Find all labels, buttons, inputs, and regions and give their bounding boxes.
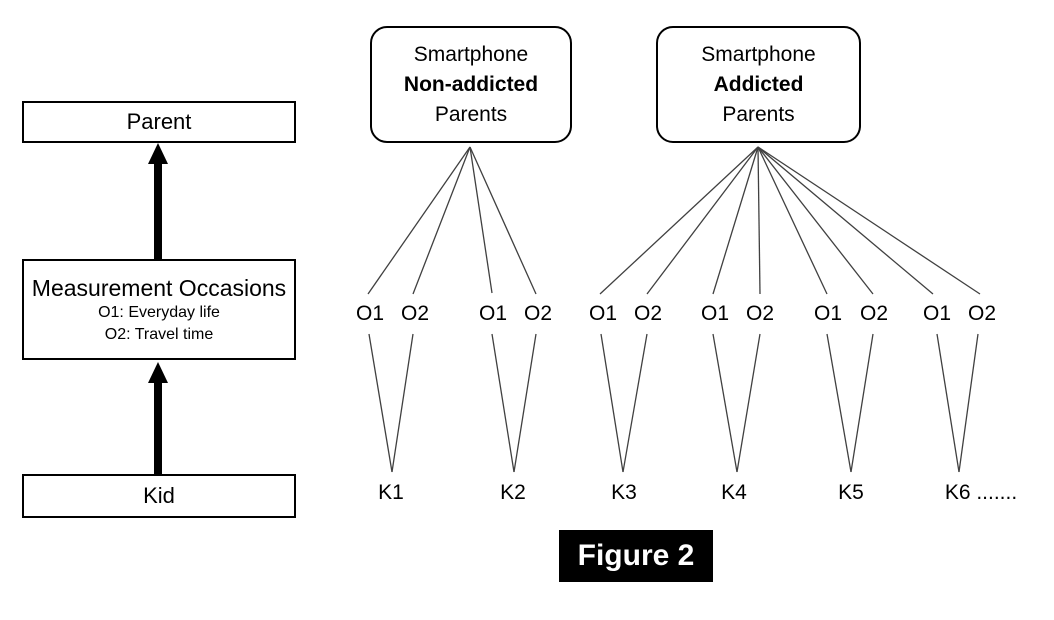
addicted-line-1: Smartphone xyxy=(701,42,816,66)
occasion-to-kid-lines xyxy=(368,333,979,473)
figure-caption: Figure 2 xyxy=(559,530,713,582)
kid-box-label: Kid xyxy=(143,483,175,508)
kid-box: Kid xyxy=(22,474,296,518)
occasion-label: O2 xyxy=(967,302,997,325)
occasion-1-definition: O1: Everyday life xyxy=(98,303,220,321)
occasion-label: O1 xyxy=(813,302,843,325)
non-addicted-line-1: Smartphone xyxy=(413,42,529,66)
measurement-occasions-title: Measurement Occasions xyxy=(31,274,287,301)
kid-label: K2 xyxy=(500,481,526,504)
measurement-occasions-box: Measurement Occasions O1: Everyday life … xyxy=(22,259,296,360)
non-addicted-parents-box: Smartphone Non-addicted Parents xyxy=(370,26,572,143)
kid-label: K5 xyxy=(838,481,864,504)
arrow-kid-to-measurement xyxy=(148,362,168,474)
kid-label: K6 ....... xyxy=(944,481,1018,504)
occasion-label: O1 xyxy=(922,302,952,325)
non-addicted-line-3: Parents xyxy=(434,102,508,126)
occasion-label: O2 xyxy=(400,302,430,325)
parent-box: Parent xyxy=(22,101,296,143)
arrow-measurement-to-parent xyxy=(148,143,168,259)
addicted-parents-box: Smartphone Addicted Parents xyxy=(656,26,861,143)
kid-label: K1 xyxy=(378,481,404,504)
parent-box-label: Parent xyxy=(126,109,192,134)
figure-caption-text: Figure 2 xyxy=(577,539,695,572)
occasion-label: O2 xyxy=(745,302,775,325)
fan-lines-addicted xyxy=(599,146,981,295)
occasion-label: O1 xyxy=(478,302,508,325)
occasion-2-definition: O2: Travel time xyxy=(104,325,214,343)
occasion-label: O2 xyxy=(523,302,553,325)
addicted-line-3: Parents xyxy=(722,102,795,126)
occasion-label: O2 xyxy=(859,302,889,325)
kid-label: K4 xyxy=(721,481,747,504)
kid-label: K3 xyxy=(611,481,637,504)
occasion-label: O2 xyxy=(633,302,663,325)
occasion-label: O1 xyxy=(700,302,730,325)
fan-lines-non-addicted xyxy=(367,146,537,295)
non-addicted-line-2: Non-addicted xyxy=(403,72,539,96)
addicted-line-2: Addicted xyxy=(713,72,804,96)
occasion-label: O1 xyxy=(355,302,385,325)
occasion-label: O1 xyxy=(588,302,618,325)
